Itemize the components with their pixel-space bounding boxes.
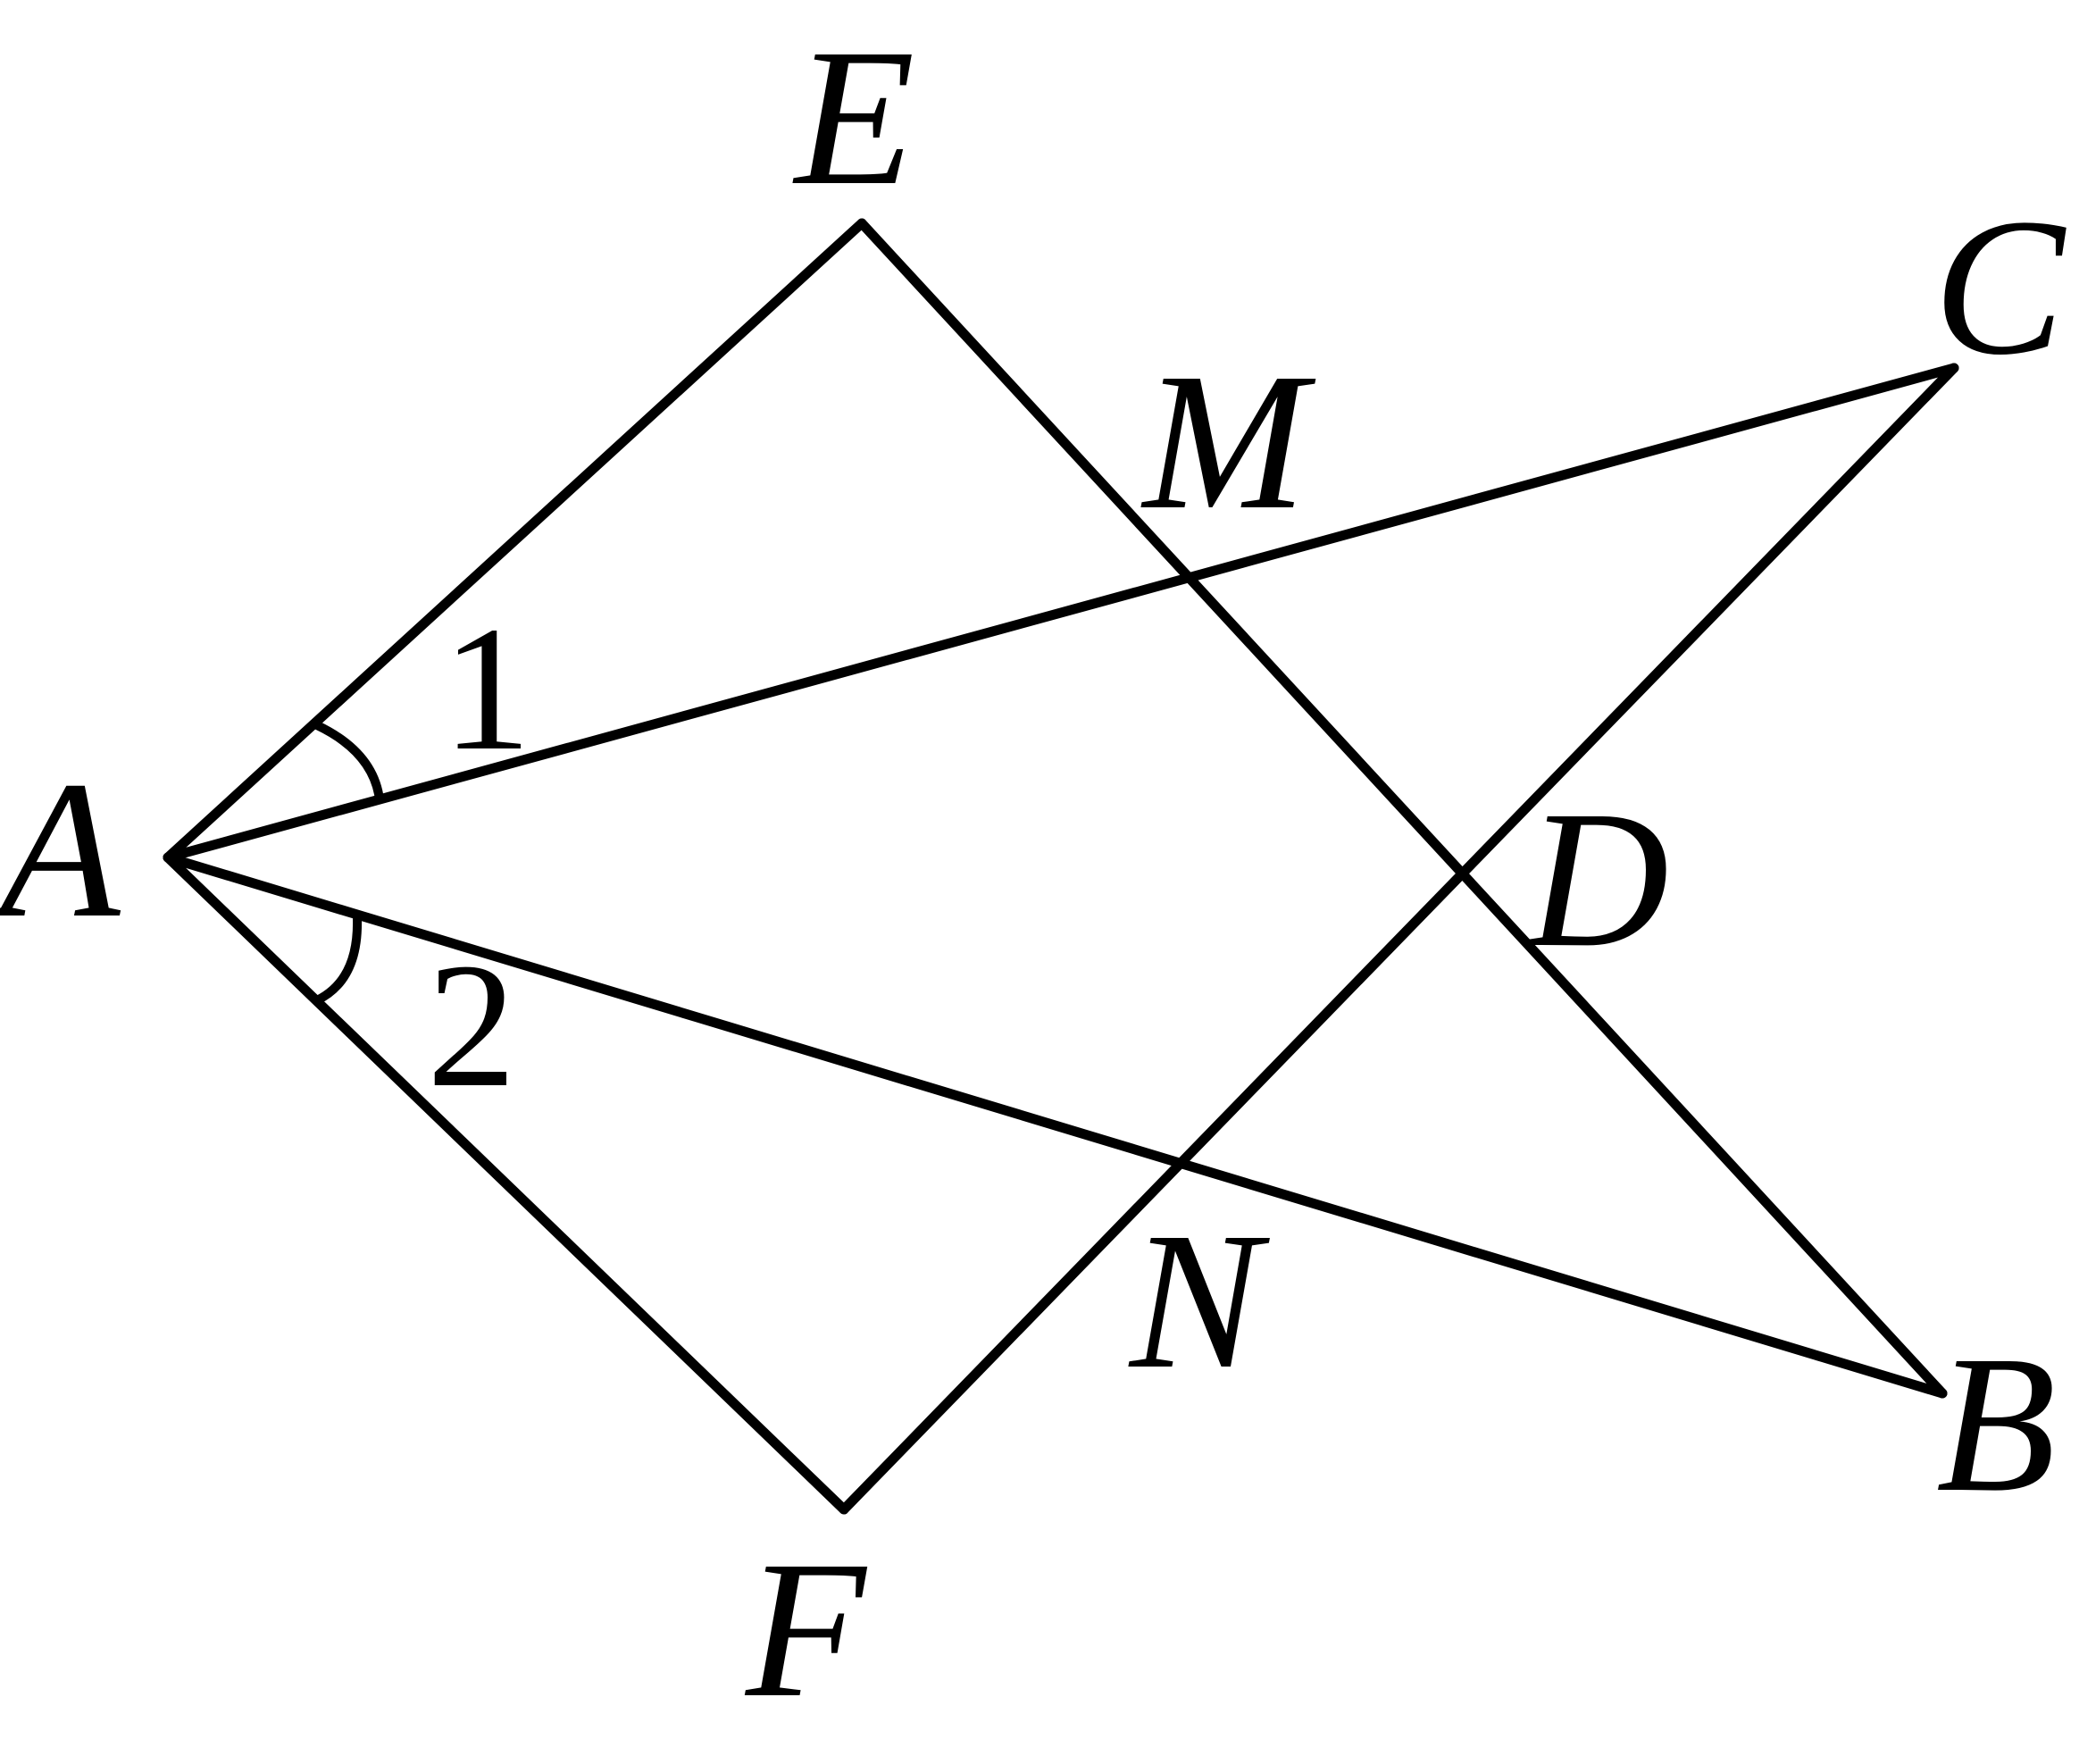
angle-labels: 1 2 — [427, 590, 531, 1124]
point-labels: A E C M D N B F — [0, 8, 2066, 1738]
label-c: C — [1933, 178, 2066, 396]
label-b: B — [1936, 1315, 2056, 1533]
angle-1-label: 1 — [442, 590, 531, 788]
label-f: F — [744, 1520, 868, 1738]
label-a: A — [0, 740, 121, 958]
label-m: M — [1140, 332, 1316, 550]
segment-fc — [839, 363, 1959, 1515]
angle-2-arc — [314, 917, 363, 1005]
angle-2-label: 2 — [427, 927, 516, 1124]
segment-af — [163, 852, 849, 1515]
segments — [163, 218, 1959, 1515]
angle-1-arc — [314, 721, 384, 800]
segment-ab — [163, 852, 1948, 1399]
label-e: E — [792, 8, 914, 226]
segment-ac — [163, 363, 1959, 863]
segment-eb — [856, 218, 1948, 1399]
angle-marks — [314, 721, 384, 1005]
label-d: D — [1524, 770, 1669, 988]
label-n: N — [1128, 1191, 1270, 1409]
segment-ae — [163, 218, 867, 863]
